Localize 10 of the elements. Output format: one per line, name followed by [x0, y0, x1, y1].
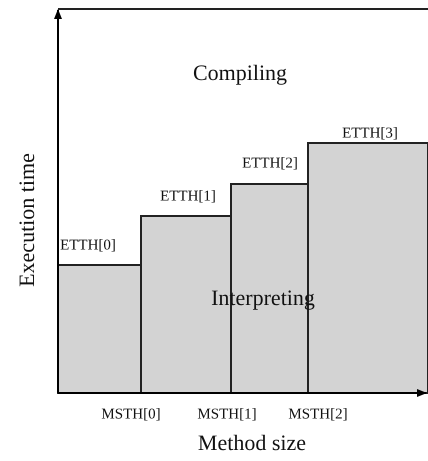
tick-label: MSTH[1]: [197, 408, 257, 422]
tick-label: MSTH[0]: [101, 408, 161, 422]
tick-label: MSTH[2]: [288, 408, 348, 422]
axis-title: Method size: [198, 432, 306, 454]
threshold-label: ETTH[1]: [160, 190, 216, 204]
threshold-label: ETTH[2]: [242, 156, 298, 172]
threshold-label: ETTH[0]: [60, 238, 116, 254]
threshold-label: ETTH[3]: [342, 126, 398, 142]
region-label: Compiling: [192, 62, 288, 84]
axis-title: Execution time: [16, 153, 38, 287]
